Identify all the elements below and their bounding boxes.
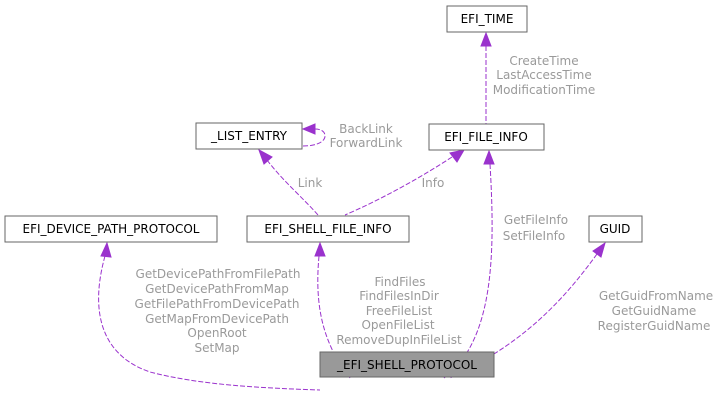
node-list-entry[interactable]: _LIST_ENTRY: [195, 122, 303, 150]
edge-label-find-files-in-dir: FindFilesInDir: [359, 289, 439, 303]
edge-label-get-file-info: GetFileInfo: [504, 213, 568, 227]
edge-list-entry-self: [302, 128, 326, 147]
edge-label-find-files: FindFiles: [375, 275, 426, 289]
edge-label-back-link: BackLink: [339, 122, 393, 136]
edge-label-set-map: SetMap: [194, 341, 239, 355]
edge-label-open-file-list: OpenFileList: [361, 318, 434, 332]
node-device-path-protocol-label: EFI_DEVICE_PATH_PROTOCOL: [23, 222, 200, 236]
edge-guid-to-protocol: [449, 253, 598, 379]
edge-label-link: Link: [298, 176, 323, 190]
node-efi-time-label: EFI_TIME: [461, 12, 514, 26]
edge-file-info-to-shell-file-info: [344, 156, 453, 216]
edge-label-get-file-path-from-device-path: GetFilePathFromDevicePath: [135, 297, 300, 311]
arrow-head-shell-file-info: [314, 241, 326, 257]
arrow-head-guid: [592, 241, 606, 258]
edge-label-get-device-path-from-map: GetDevicePathFromMap: [145, 282, 289, 296]
edge-label-free-file-list: FreeFileList: [366, 304, 433, 318]
edge-label-get-device-path-from-file-path: GetDevicePathFromFilePath: [136, 267, 301, 281]
node-shell-file-info-label: EFI_SHELL_FILE_INFO: [264, 222, 391, 236]
edge-label-last-access-time: LastAccessTime: [496, 68, 591, 82]
arrow-head-device-path: [100, 241, 112, 258]
node-efi-time[interactable]: EFI_TIME: [446, 5, 528, 33]
edge-label-remove-dup-in-file-list: RemoveDupInFileList: [336, 333, 462, 347]
node-shell-protocol[interactable]: _EFI_SHELL_PROTOCOL: [319, 351, 495, 378]
node-shell-file-info[interactable]: EFI_SHELL_FILE_INFO: [246, 215, 410, 243]
edge-label-info: Info: [422, 176, 445, 190]
edge-label-set-file-info: SetFileInfo: [503, 229, 566, 243]
node-device-path-protocol[interactable]: EFI_DEVICE_PATH_PROTOCOL: [4, 215, 218, 243]
edge-label-get-map-from-device-path: GetMapFromDevicePath: [145, 312, 289, 326]
node-guid[interactable]: GUID: [588, 215, 643, 243]
node-list-entry-label: _LIST_ENTRY: [210, 129, 288, 143]
edge-label-open-root: OpenRoot: [187, 326, 247, 340]
arrow-head-list-entry-self: [301, 123, 316, 135]
edge-label-get-guid-name: GetGuidName: [612, 304, 697, 318]
edge-label-register-guid-name: RegisterGuidName: [598, 319, 711, 333]
node-guid-label: GUID: [600, 222, 631, 236]
edge-label-get-guid-from-name: GetGuidFromName: [599, 289, 713, 303]
node-shell-protocol-label: _EFI_SHELL_PROTOCOL: [336, 358, 477, 372]
arrow-head-file-info: [483, 149, 495, 165]
edge-label-modification-time: ModificationTime: [493, 83, 596, 97]
arrow-head-list-entry: [258, 148, 273, 165]
arrow-head-time: [480, 31, 492, 47]
edge-label-create-time: CreateTime: [509, 54, 578, 68]
arrow-head-file-info-info: [449, 149, 466, 163]
edge-list-entry-to-shell-file-info: [266, 159, 319, 216]
edge-label-forward-link: ForwardLink: [330, 136, 403, 150]
node-efi-file-info-label: EFI_FILE_INFO: [444, 130, 528, 144]
node-efi-file-info[interactable]: EFI_FILE_INFO: [428, 123, 545, 151]
